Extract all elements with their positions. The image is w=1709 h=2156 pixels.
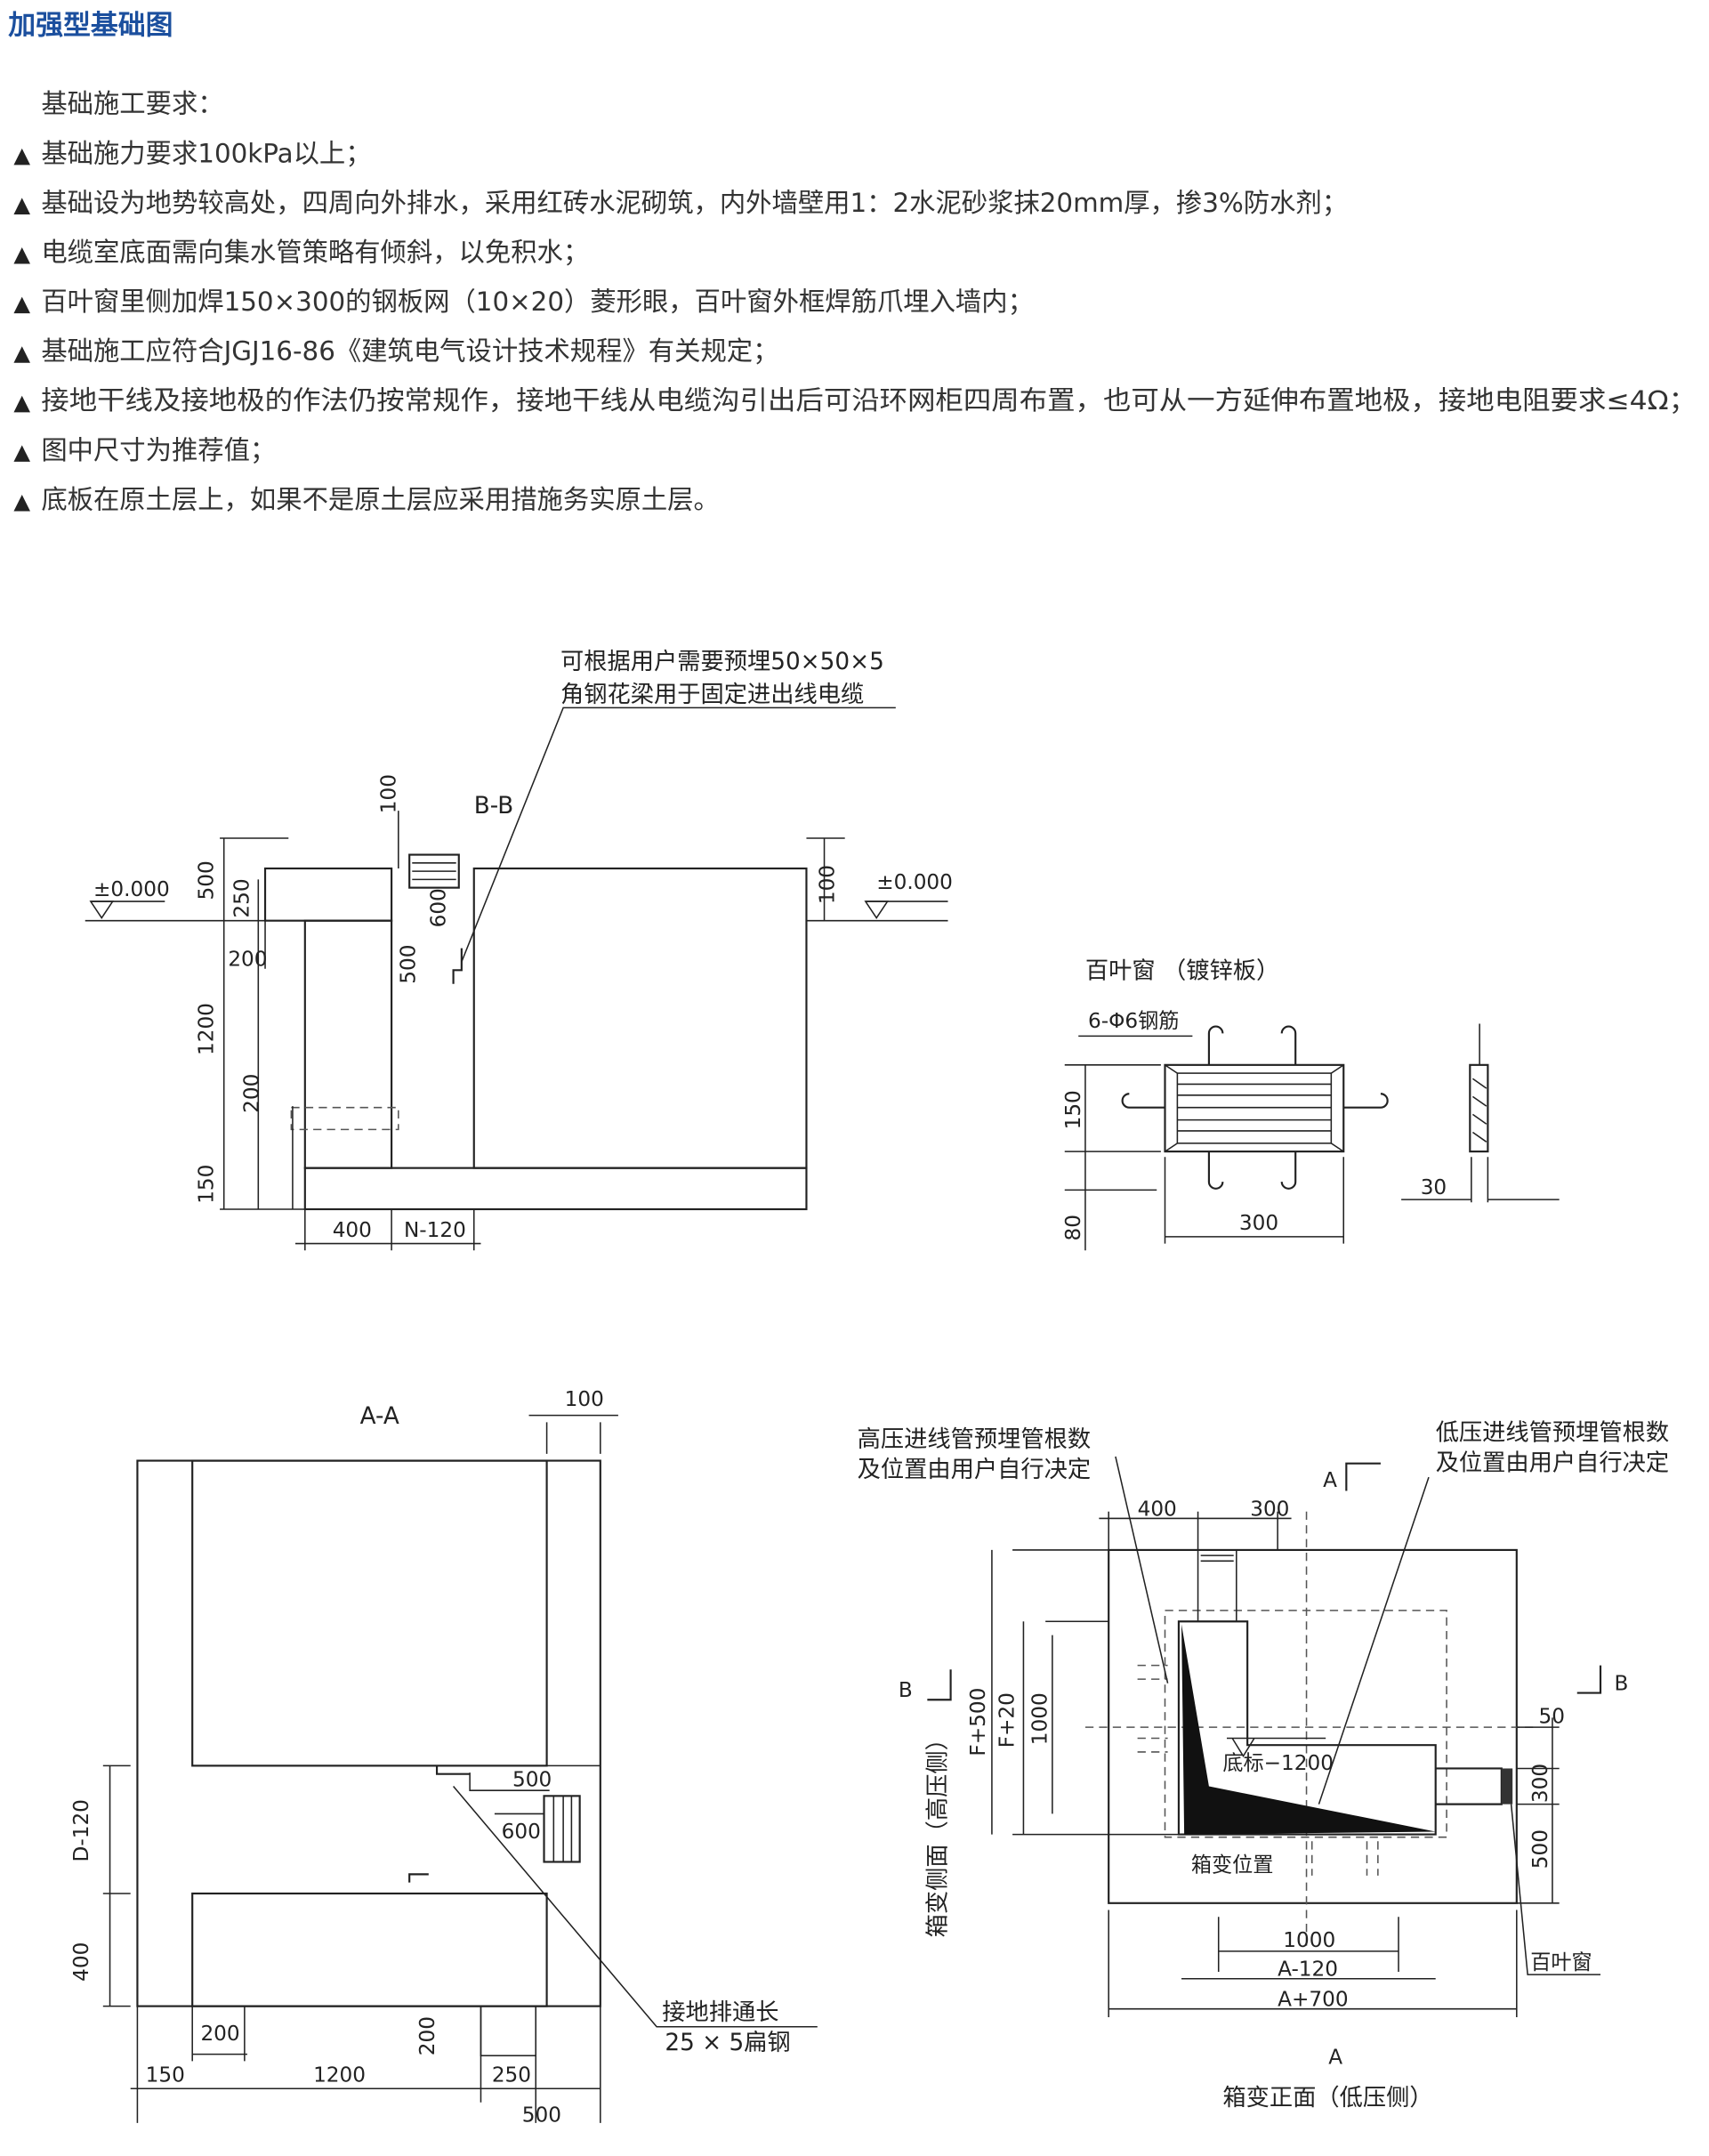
requirements-heading: 基础施工要求：	[41, 89, 223, 119]
svg-text:接地干线及接地极的作法仍按常规作，接地干线从电缆沟引出后可沿: 接地干线及接地极的作法仍按常规作，接地干线从电缆沟引出后可沿环网柜四周布置，也可…	[41, 385, 1697, 416]
louver-title: 百叶窗 （镀锌板）	[1085, 958, 1279, 985]
list-item: 底板在原土层上，如果不是原土层应采用措施务实原土层。	[13, 484, 720, 514]
svg-text:电缆室底面需向集水管策略有倾斜，以免积水；: 电缆室底面需向集水管策略有倾斜，以免积水；	[41, 237, 589, 267]
triangle-bullet-icon	[13, 198, 30, 214]
dimension-label: 1200	[313, 2064, 366, 2087]
triangle-bullet-icon	[13, 445, 30, 462]
dimension-label: 80	[1062, 1215, 1085, 1240]
dimension-label: 1200	[195, 1003, 218, 1055]
level-marker-icon	[864, 900, 890, 919]
dimension-label: 150	[195, 1165, 218, 1204]
svg-text:图中尺寸为推荐值；: 图中尺寸为推荐值；	[41, 435, 276, 465]
annotation: 低压进线管预埋管根数	[1436, 1419, 1670, 1446]
dimension-label: 200	[240, 1074, 263, 1113]
dimension-label: 100	[816, 865, 839, 904]
triangle-bullet-icon	[13, 247, 30, 264]
list-item: 基础设为地势较高处，四周向外排水，采用红砖水泥砌筑，内外墙壁用1：2水泥砂浆抹2…	[13, 188, 1348, 218]
annotation: 箱变位置	[1191, 1853, 1274, 1877]
annotation: 及位置由用户自行决定	[1436, 1449, 1670, 1476]
cable-slope-fill	[1181, 1624, 1436, 1835]
dimension-label: 400	[70, 1942, 93, 1982]
triangle-bullet-icon	[13, 346, 30, 363]
list-item: 图中尺寸为推荐值；	[13, 435, 276, 465]
level-label: ±0.000	[93, 878, 170, 901]
triangle-bullet-icon	[13, 296, 30, 314]
louver-detail-drawing: 百叶窗 （镀锌板） 6-Φ6钢筋 150 80 300 30	[1062, 958, 1560, 1251]
triangle-bullet-icon	[13, 148, 30, 166]
dimension-label: F+500	[967, 1688, 990, 1756]
page-title: 加强型基础图	[8, 10, 173, 42]
dimension-label: 50	[1539, 1706, 1565, 1729]
front-view-drawing: 高压进线管预埋管根数 及位置由用户自行决定 低压进线管预埋管根数 及位置由用户自…	[858, 1419, 1670, 2111]
dimension-label: 600	[427, 888, 450, 927]
list-item: 百叶窗里侧加焊150×300的钢板网（10×20）菱形眼，百叶窗外框焊筋爪埋入墙…	[13, 287, 1034, 317]
annotation: 6-Φ6钢筋	[1088, 1010, 1179, 1033]
list-item: 基础施力要求100kPa以上；	[13, 138, 372, 168]
dimension-label: 300	[1239, 1212, 1278, 1235]
section-mark: A	[1328, 2046, 1342, 2069]
dimension-label: N-120	[404, 1219, 466, 1242]
requirements-list: 基础施力要求100kPa以上； 基础设为地势较高处，四周向外排水，采用红砖水泥砌…	[13, 138, 1697, 514]
annotation: 及位置由用户自行决定	[858, 1457, 1091, 1483]
annotation: 可根据用户需要预埋50×50×5	[560, 649, 884, 675]
list-item: 接地干线及接地极的作法仍按常规作，接地干线从电缆沟引出后可沿环网柜四周布置，也可…	[13, 385, 1697, 416]
annotation: 百叶窗	[1530, 1951, 1592, 1974]
dimension-label: 500	[522, 2104, 561, 2127]
triangle-bullet-icon	[13, 395, 30, 413]
svg-text:基础施力要求100kPa以上；: 基础施力要求100kPa以上；	[41, 138, 371, 168]
dimension-label: 100	[378, 774, 401, 813]
dimension-label: 250	[492, 2064, 531, 2087]
dimension-label: 500	[397, 945, 420, 984]
section-bb-drawing: B-B 可根据用户需要预埋50×50×5 角钢花梁用于固定进出线电缆 ±0.00…	[85, 649, 953, 1251]
svg-text:底板在原土层上，如果不是原土层应采用措施务实原土层。: 底板在原土层上，如果不是原土层应采用措施务实原土层。	[41, 484, 720, 514]
annotation: 接地排通长	[662, 1999, 778, 2026]
dimension-label: D-120	[70, 1799, 93, 1861]
dimension-label: 500	[195, 860, 218, 900]
dimension-label: 300	[1250, 1498, 1289, 1521]
dimension-label: 400	[1138, 1498, 1177, 1521]
dimension-label: 400	[333, 1219, 372, 1242]
dimension-label: 250	[231, 878, 254, 917]
dimension-label: A+700	[1278, 1989, 1348, 2012]
dimension-label: 200	[416, 2016, 439, 2055]
annotation: 25 × 5扁钢	[665, 2030, 790, 2056]
list-item: 基础施工应符合JGJ16-86《建筑电气设计技术规程》有关规定；	[13, 336, 778, 367]
annotation: 角钢花梁用于固定进出线电缆	[560, 682, 864, 708]
dimension-label: 1000	[1283, 1929, 1335, 1952]
dimension-label: 600	[502, 1821, 541, 1844]
dimension-label: 200	[200, 2023, 239, 2046]
dimension-label: F+20	[996, 1692, 1020, 1748]
dimension-label: 100	[565, 1388, 604, 1411]
svg-text:基础设为地势较高处，四周向外排水，采用红砖水泥砌筑，内外墙壁: 基础设为地势较高处，四周向外排水，采用红砖水泥砌筑，内外墙壁用1：2水泥砂浆抹2…	[41, 188, 1348, 218]
svg-text:基础施工应符合JGJ16-86《建筑电气设计技术规程》有关规: 基础施工应符合JGJ16-86《建筑电气设计技术规程》有关规定；	[41, 336, 778, 367]
dimension-label: 150	[146, 2064, 185, 2087]
view-label: 箱变正面（低压侧）	[1222, 2085, 1432, 2112]
section-label: B-B	[474, 793, 514, 820]
view-label: 箱变侧面（高压侧）	[924, 1727, 951, 1937]
annotation: 高压进线管预埋管根数	[858, 1426, 1091, 1453]
section-mark: A	[1323, 1469, 1337, 1492]
dimension-label: 300	[1529, 1764, 1552, 1803]
dimension-label: 30	[1421, 1176, 1447, 1199]
section-mark: B	[1614, 1672, 1628, 1695]
level-marker-icon	[89, 900, 115, 919]
section-aa-drawing: A-A 100 500 600 D-120 400 200 200 150 12…	[70, 1388, 818, 2127]
dimension-label: 500	[1529, 1829, 1552, 1869]
dimension-label: 500	[512, 1769, 552, 1792]
level-label: ±0.000	[876, 871, 953, 894]
elevation-label: 底标−1200	[1222, 1752, 1334, 1775]
section-mark: B	[899, 1679, 913, 1702]
dimension-label: 1000	[1029, 1692, 1052, 1745]
section-label: A-A	[360, 1403, 399, 1430]
dimension-label: 200	[228, 949, 267, 972]
svg-text:百叶窗里侧加焊150×300的钢板网（10×20）菱形眼，百: 百叶窗里侧加焊150×300的钢板网（10×20）菱形眼，百叶窗外框焊筋爪埋入墙…	[41, 287, 1034, 317]
dimension-label: A-120	[1278, 1958, 1338, 1982]
triangle-bullet-icon	[13, 494, 30, 512]
list-item: 电缆室底面需向集水管策略有倾斜，以免积水；	[13, 237, 589, 267]
dimension-label: 150	[1062, 1090, 1085, 1129]
